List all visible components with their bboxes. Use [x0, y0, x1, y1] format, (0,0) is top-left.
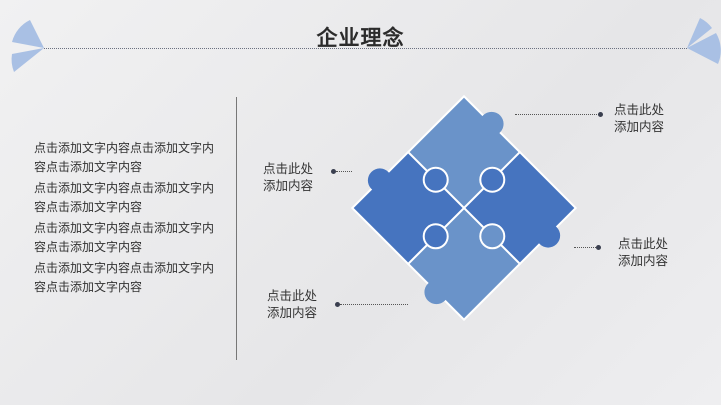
connector-line [340, 304, 408, 305]
paragraph[interactable]: 点击添加文字内容点击添加文字内容点击添加文字内容 [34, 181, 215, 214]
page-title: 企业理念 [316, 26, 405, 50]
label-top-right[interactable]: 点击此处 添加内容 [614, 101, 664, 135]
connector-dot [598, 112, 603, 117]
right-corner-fan-icon [687, 18, 721, 64]
connector-line [574, 247, 596, 248]
label-line: 添加内容 [618, 253, 669, 268]
connector-line [336, 171, 352, 172]
label-line: 添加内容 [267, 305, 318, 320]
connector-dot [331, 169, 336, 174]
label-right[interactable]: 点击此处 添加内容 [618, 235, 668, 269]
title-divider [44, 48, 687, 49]
connector-line [515, 114, 599, 115]
paragraph[interactable]: 点击添加文字内容点击添加文字内容点击添加文字内容 [34, 141, 215, 174]
label-line: 添加内容 [614, 119, 665, 134]
connector-dot [596, 245, 601, 250]
puzzle-piece-left[interactable] [344, 135, 481, 272]
puzzle-graphic [344, 94, 578, 322]
left-corner-fan-icon [11, 20, 45, 72]
label-line: 点击此处 [614, 102, 665, 117]
text-block: 点击添加文字内容点击添加文字内容点击添加文字内容 点击添加文字内容点击添加文字内… [34, 139, 224, 299]
label-bottom-left[interactable]: 点击此处 添加内容 [267, 287, 317, 321]
label-left[interactable]: 点击此处 添加内容 [263, 160, 313, 194]
label-line: 点击此处 [267, 288, 318, 303]
paragraph[interactable]: 点击添加文字内容点击添加文字内容点击添加文字内容 [34, 221, 215, 254]
label-line: 点击此处 [618, 236, 669, 251]
label-line: 添加内容 [263, 178, 314, 193]
vertical-divider [236, 97, 237, 360]
connector-dot [335, 302, 340, 307]
paragraph[interactable]: 点击添加文字内容点击添加文字内容点击添加文字内容 [34, 261, 215, 294]
label-line: 点击此处 [263, 161, 314, 176]
